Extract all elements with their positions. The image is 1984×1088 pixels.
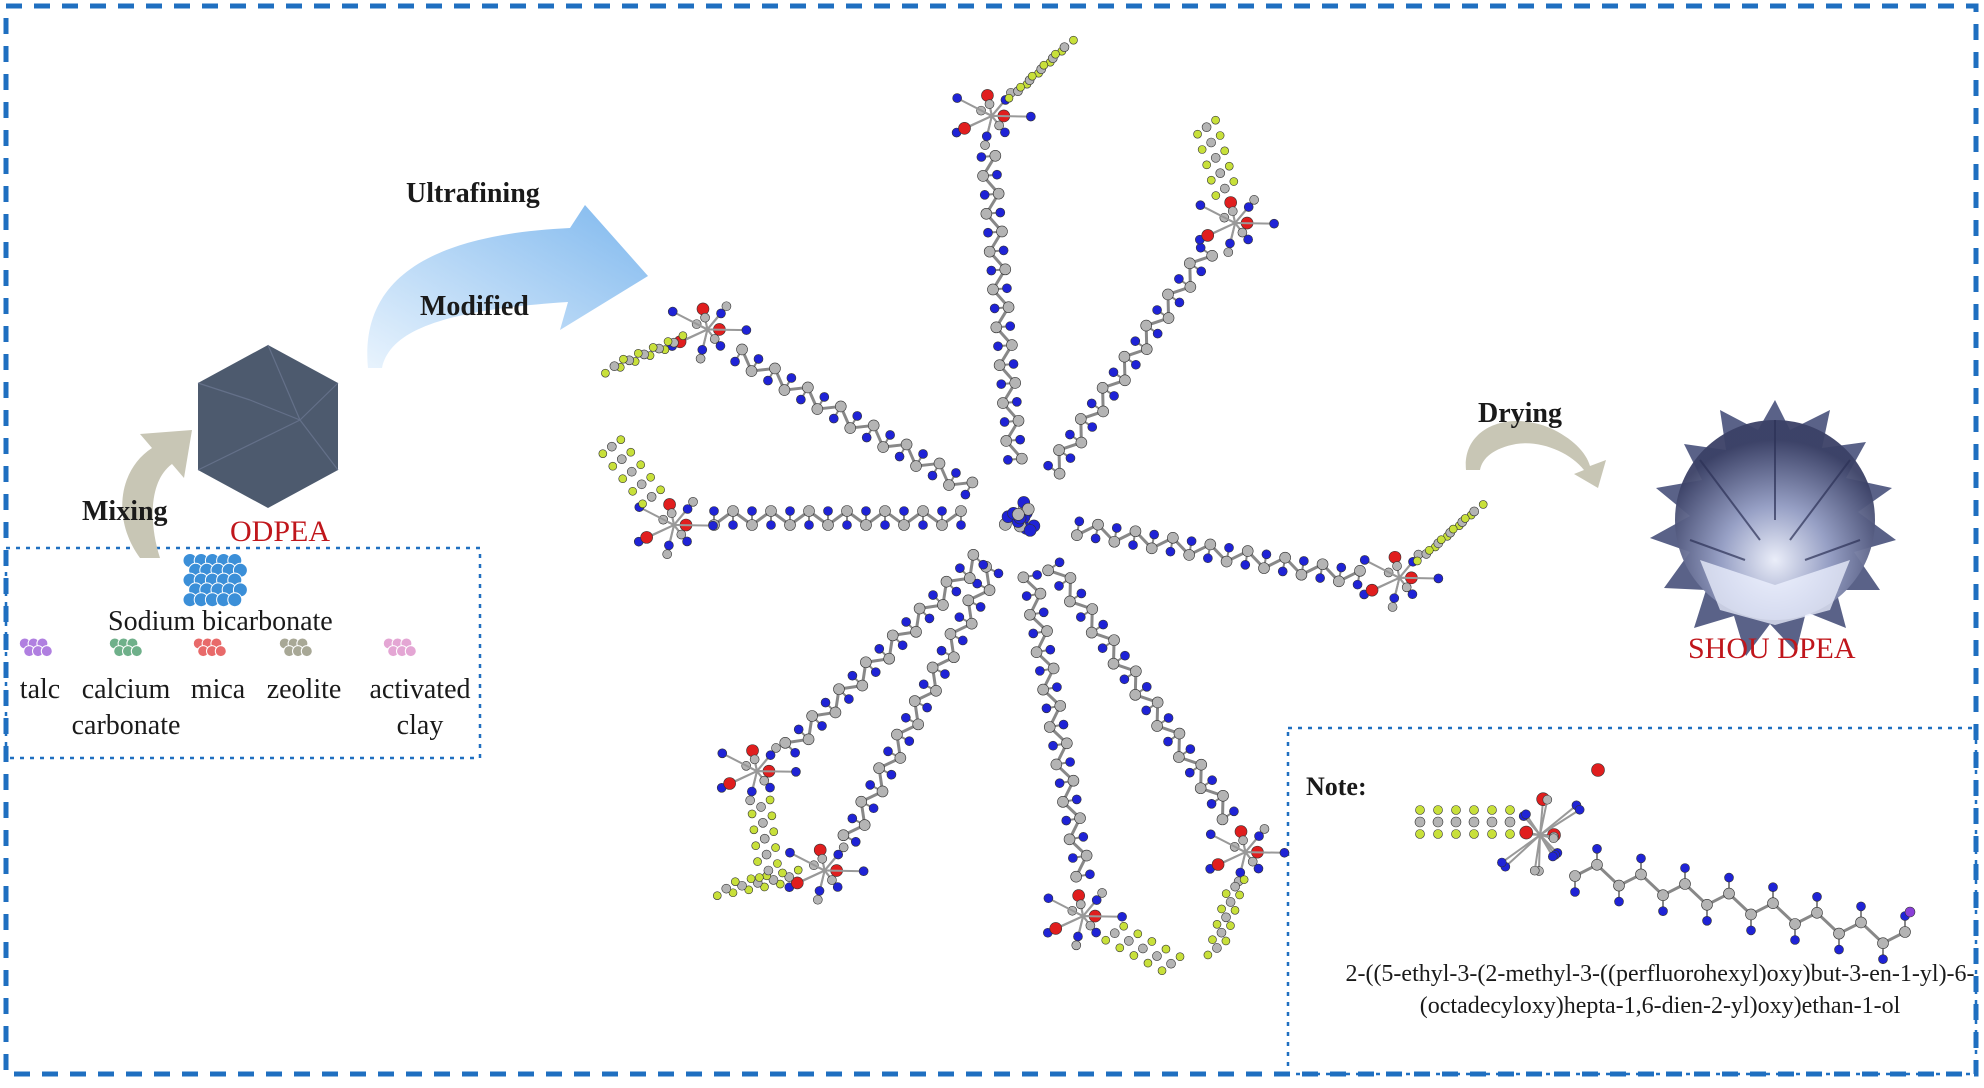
odpea-label: ODPEA [230,515,331,548]
modified-label: Modified [420,291,529,322]
ultrafining-arrow [367,205,648,368]
drying-label: Drying [1478,398,1562,429]
mixing-label: Mixing [82,496,168,527]
filler-carbonate-label: carbonate [71,710,181,741]
filler-zeolite-label: zeolite [266,674,342,705]
outer-frame [3,3,1979,1077]
filler-mica-label: mica [190,674,246,705]
filler-talc-label: talc [19,674,61,705]
note-compound-name: 2-((5-ethyl-3-(2-methyl-3-((perfluorohex… [1345,961,1975,1019]
shou-dpea-label: SHOU DPEA [1688,632,1856,665]
sodium-bicarbonate-label: Sodium bicarbonate [108,606,333,637]
sodium-bicarbonate-cluster [182,553,248,608]
filler-clusters [18,637,417,658]
star-polymer-molecule [598,35,1488,976]
note-box [1286,726,1978,1076]
filler-clay-label: clay [396,710,444,741]
note-label: Note: [1306,772,1367,801]
filler-calcium-label: calcium [81,674,171,705]
ingredient-box [4,546,482,760]
shou-dpea-particle [1650,400,1896,656]
mixing-arrow [122,430,192,558]
ultrafining-label: Ultrafining [406,178,540,209]
note-molecule [1414,763,1916,965]
filler-activated-label: activated [369,674,471,705]
odpea-particle [197,344,339,508]
drying-arrow [1465,421,1606,488]
